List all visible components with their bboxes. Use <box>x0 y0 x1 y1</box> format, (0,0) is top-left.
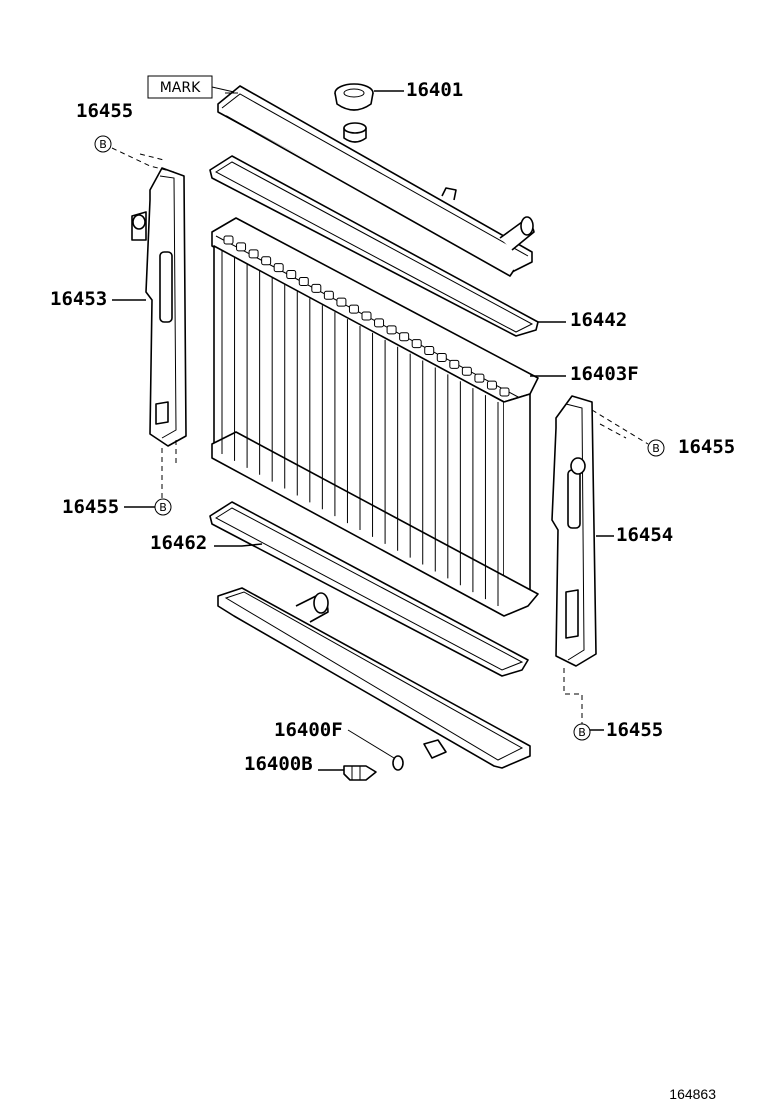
callout-16403F: 16403F <box>570 363 639 385</box>
header-tab <box>499 387 510 397</box>
clip-symbol: B <box>99 138 107 151</box>
header-tab <box>449 359 460 369</box>
header-tab <box>323 290 334 300</box>
header-tab <box>474 373 485 383</box>
callout-16400F: 16400F <box>274 719 343 741</box>
header-tab <box>361 311 372 321</box>
lower-gasket-part <box>209 501 529 677</box>
mark-label: MARK <box>160 80 201 96</box>
header-tab <box>223 235 234 245</box>
header-tab <box>248 249 259 259</box>
header-tab <box>486 380 497 390</box>
header-tab <box>411 339 422 349</box>
header-tab <box>399 332 410 342</box>
callout-16455-right: 16455 <box>678 436 735 458</box>
callout-16401: 16401 <box>406 79 463 101</box>
header-tab <box>336 297 347 307</box>
core-tubes <box>221 235 510 606</box>
callout-16455-top-left: 16455 <box>76 100 133 122</box>
callout-16454: 16454 <box>616 524 673 546</box>
radiator-core-part <box>211 217 566 617</box>
callout-16455-bottom-right: 16455 <box>606 719 663 741</box>
header-tab <box>311 283 322 293</box>
header-tab <box>298 276 309 286</box>
header-tab <box>273 263 284 273</box>
header-tab <box>436 352 447 362</box>
clip-bottom-left: B <box>124 440 177 516</box>
header-tab <box>261 256 272 266</box>
header-tab <box>236 242 247 252</box>
header-tab <box>374 318 385 328</box>
mark-tag: MARK <box>147 75 235 99</box>
lower-tank-part <box>217 587 531 769</box>
figure-id: 164863 <box>669 1086 716 1102</box>
drain-oring-part <box>347 729 404 771</box>
callout-16462: 16462 <box>150 532 207 554</box>
clip-bottom-right: B <box>563 668 604 741</box>
clip-symbol: B <box>578 726 586 739</box>
header-tab <box>286 270 297 280</box>
left-support-part <box>112 167 187 447</box>
upper-gasket-part <box>209 155 566 337</box>
clip-symbol: B <box>652 442 660 455</box>
clip-top-left: B <box>94 135 175 173</box>
header-tab <box>424 346 435 356</box>
drain-cock-part <box>318 765 377 781</box>
clip-symbol: B <box>159 501 167 514</box>
header-tab <box>461 366 472 376</box>
callout-16400B: 16400B <box>244 753 313 775</box>
header-tab <box>386 325 397 335</box>
callout-16442: 16442 <box>570 309 627 331</box>
upper-tank-part <box>217 85 535 277</box>
callout-16455-bottom-left: 16455 <box>62 496 119 518</box>
right-support-part <box>551 395 614 667</box>
clip-right: B <box>591 409 665 457</box>
radiator-cap-part <box>334 83 404 111</box>
callout-16453: 16453 <box>50 288 107 310</box>
header-tab <box>348 304 359 314</box>
